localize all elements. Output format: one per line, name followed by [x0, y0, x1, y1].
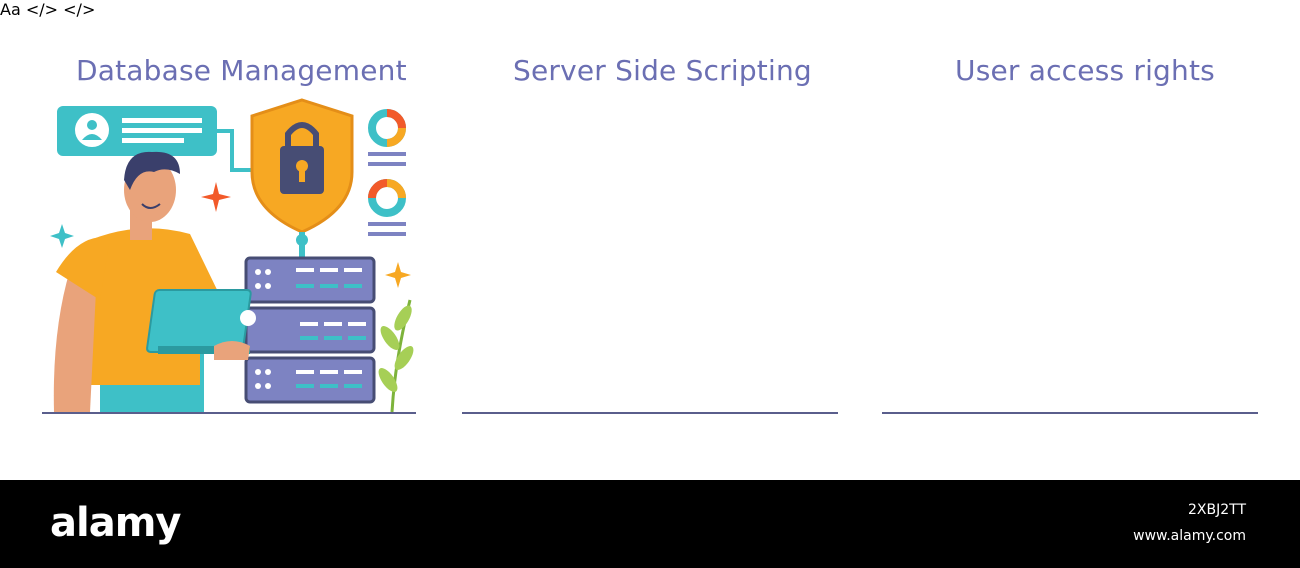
- font-card-text: Aa: [0, 0, 21, 19]
- sparkle-icon: [385, 262, 411, 288]
- plant-icon: [378, 299, 414, 413]
- donut-chart-icon: [368, 179, 406, 236]
- illustration: [50, 98, 414, 413]
- brand-logo: alamy: [50, 500, 181, 546]
- window-dot-icon: Aa </>: [0, 0, 63, 19]
- code-window: </>: [63, 0, 95, 19]
- sparkle-icon: [201, 182, 231, 212]
- window-dot-icon: </>: [63, 0, 95, 19]
- panel-title-user-access-rights: User access rights: [955, 54, 1215, 87]
- window-dot-icon: Aa </>: [0, 0, 63, 19]
- window-dot-icon: </>: [63, 0, 95, 19]
- user-shield-icon: </>: [63, 0, 95, 19]
- server-rack-icon: [244, 256, 376, 404]
- code-tag-icon: </>: [63, 0, 96, 19]
- ground-line: [462, 412, 838, 414]
- sparkle-icon: [50, 224, 74, 248]
- window-dot-icon: Aa </>: [0, 0, 63, 19]
- ground-line: [42, 412, 416, 414]
- person-with-laptop: [53, 151, 256, 412]
- window-dot-icon: </>: [63, 0, 95, 19]
- site-url-label: www.alamy.com: [1133, 528, 1246, 544]
- panel-title-database-management: Database Management: [76, 54, 407, 87]
- server-side-scripting-illustration: Aa </>: [0, 0, 63, 19]
- image-id-label: 2XBJ2TT: [1188, 502, 1246, 518]
- font-card: Aa </>: [0, 0, 63, 19]
- panel-title-server-side-scripting: Server Side Scripting: [513, 54, 812, 87]
- stock-footer-bar: [0, 480, 1300, 568]
- user-access-rights-illustration: </>: [63, 0, 95, 19]
- donut-chart-icon: [368, 109, 406, 166]
- ground-line: [882, 412, 1258, 414]
- code-window: Aa </>: [0, 0, 63, 19]
- code-tag-icon: </>: [25, 0, 59, 19]
- database-management-illustration: [50, 98, 414, 413]
